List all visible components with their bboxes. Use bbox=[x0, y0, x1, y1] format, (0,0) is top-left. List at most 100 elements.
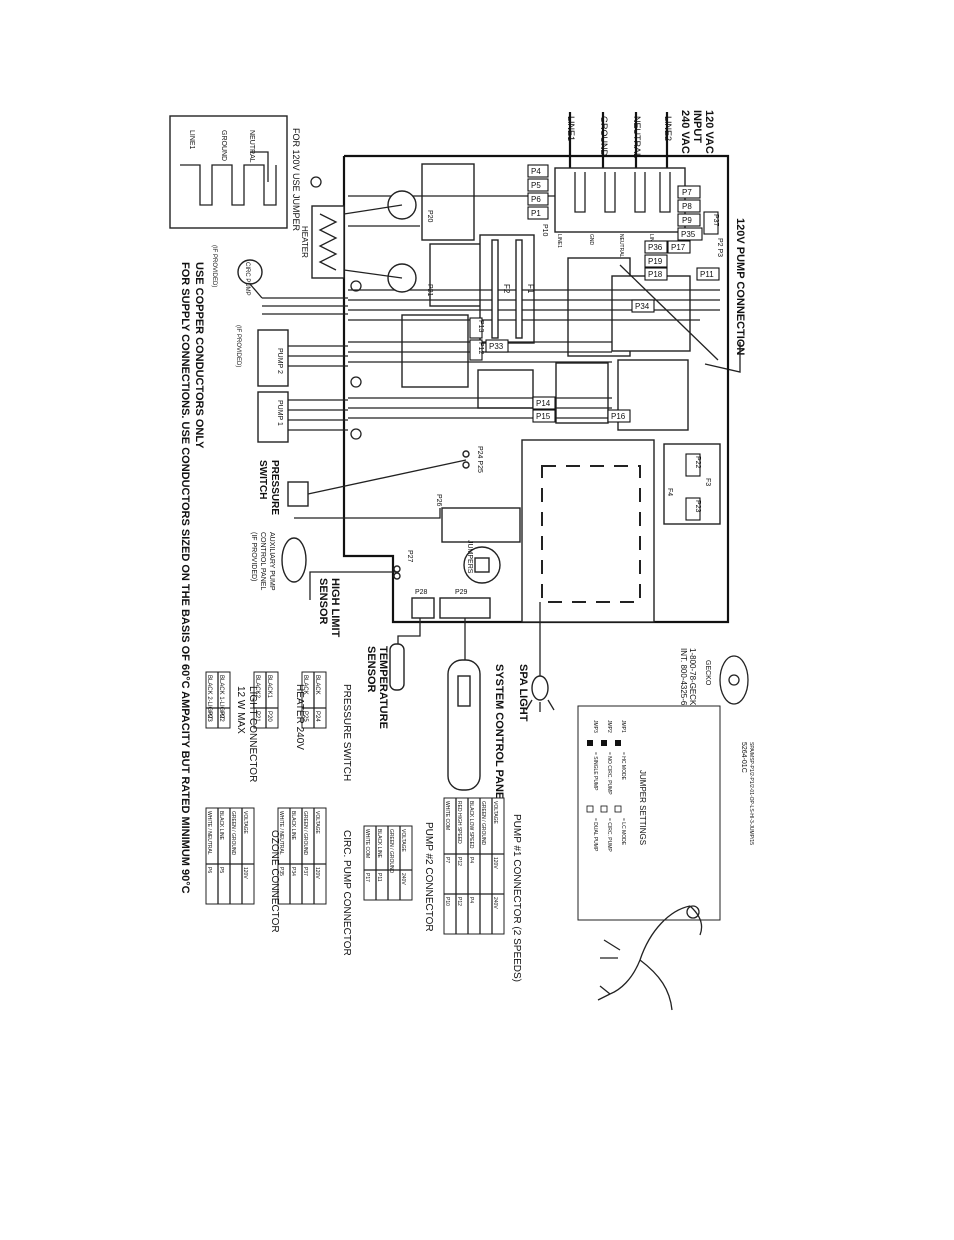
table-circ-cell-1-1: P37 bbox=[302, 867, 308, 876]
tag-p21-label: P21 bbox=[426, 284, 433, 297]
table-pump1-cell-0-1: 120V bbox=[492, 857, 498, 869]
tag-p37 bbox=[703, 211, 719, 235]
jumper-setting-off-1: = HC MODE bbox=[620, 752, 626, 781]
heater-wire-1 bbox=[343, 204, 403, 215]
transformer-outline bbox=[541, 465, 641, 603]
tag-p16 bbox=[607, 409, 631, 423]
fuse-f2 bbox=[491, 239, 499, 339]
temp-sensor-label-2: SENSOR bbox=[365, 646, 377, 693]
heater-coil bbox=[318, 213, 338, 271]
jumper-box-line1: LINE1 bbox=[188, 130, 195, 150]
tag-p10-label: P10 bbox=[541, 224, 548, 237]
table-circ-cell-1-0: GREEN / GROUND bbox=[302, 811, 308, 856]
table-pump1-title-1: PUMP #1 CONNECTOR (2 SPEEDS) bbox=[511, 814, 522, 982]
pressure-switch-label-2: SWITCH bbox=[257, 460, 268, 499]
table-heater-cell-1-1: P21 bbox=[254, 711, 260, 722]
high-limit-label-1: HIGH LIMIT bbox=[329, 578, 341, 638]
heater-label: HEATER bbox=[300, 226, 309, 258]
display-connector-p26 bbox=[441, 507, 521, 543]
tag-p5-label: P5 bbox=[531, 181, 541, 190]
relay-block-5 bbox=[611, 275, 691, 352]
table-pump2-cell-1-0: GREEN / GROUND bbox=[388, 829, 394, 874]
tag-p14 bbox=[532, 396, 556, 410]
tag-p11-label: P11 bbox=[700, 270, 714, 279]
tag-p20-label: P20 bbox=[426, 210, 433, 223]
wire-label-line2: LINE2 bbox=[663, 116, 673, 141]
tag-p8-label: P8 bbox=[682, 202, 692, 211]
table-pump2-cell-0-1: 240V bbox=[400, 873, 406, 885]
tag-p34-label: P34 bbox=[635, 302, 650, 311]
jumper-settings-frame bbox=[577, 705, 721, 921]
aux-panel-wire bbox=[294, 508, 441, 519]
table-pressure-cell-1-0: BLACK bbox=[302, 675, 308, 695]
tag-p7 bbox=[677, 185, 701, 199]
power-input: LINE1 GROUND NEUTRAL LINE2 120 VAC INPUT… bbox=[566, 110, 746, 373]
table-pressure-cell-0-1: P24 bbox=[314, 711, 320, 722]
terminal-block bbox=[554, 167, 686, 233]
tag-p18-label: P18 bbox=[648, 270, 663, 279]
relay-block-7 bbox=[555, 362, 609, 424]
table-light-title-2: 12 W MAX bbox=[235, 686, 246, 734]
tag-p2p3-label: P2 P3 bbox=[716, 238, 723, 257]
board-term-line1: LINE1 bbox=[556, 234, 562, 248]
spa-light-bulb bbox=[531, 675, 549, 701]
tag-p16-label: P16 bbox=[611, 412, 626, 421]
tag-p19-label: P19 bbox=[648, 257, 663, 266]
pressure-switch-body bbox=[287, 481, 309, 507]
pressure-switch-wire bbox=[307, 459, 467, 495]
table-light-cell-1-1: P23 bbox=[206, 711, 212, 722]
relay-block-2 bbox=[429, 243, 483, 307]
table-pump2-cell-3-1: P17 bbox=[364, 873, 370, 882]
jumper-settings: JUMPER SETTINGS JMP1= HC MODE= LC MODEJM… bbox=[577, 705, 721, 921]
pump1-body bbox=[257, 391, 289, 443]
tag-p9 bbox=[677, 213, 701, 227]
table-pump2-cell-3-0: WHITE COM bbox=[364, 829, 370, 858]
jumper-setting-on-swatch-1 bbox=[614, 805, 622, 813]
table-pump1-cell-3-0: RED HIGH SPEED bbox=[456, 801, 462, 844]
jumper-header bbox=[474, 557, 490, 573]
table-pump2-cell-2-1: P11 bbox=[376, 873, 382, 882]
jumper-setting-id-2: JMP2 bbox=[606, 720, 612, 733]
tag-p35 bbox=[677, 227, 703, 241]
tag-p22-label: P22 bbox=[694, 456, 701, 469]
gecko-mascot-icon bbox=[597, 905, 703, 1011]
jumper-setting-on-swatch-3 bbox=[586, 805, 594, 813]
tag-p22 bbox=[685, 453, 701, 477]
pump1-label: PUMP 1 bbox=[276, 400, 283, 426]
jumper-settings-title: JUMPER SETTINGS bbox=[638, 770, 647, 845]
jumper-box-terminals bbox=[180, 164, 277, 206]
control-board: LINE1 GND NEUTRAL LINE2 F1 F2 P4 P5 bbox=[342, 154, 730, 624]
jumper-box-ground: GROUND bbox=[220, 130, 227, 161]
tag-p12 bbox=[469, 339, 483, 361]
table-circ-cell-0-0: VOLTAGE bbox=[314, 811, 320, 835]
input-label-240vac: 240 VAC bbox=[679, 110, 691, 154]
relay-block-3 bbox=[401, 314, 469, 388]
jumper-setting-off-swatch-2 bbox=[601, 740, 607, 746]
ground-symbol-1 bbox=[310, 176, 322, 188]
temp-sensor-probe bbox=[389, 643, 405, 691]
table-pump1-cell-4-2: P10 bbox=[444, 897, 450, 906]
input-label-120vac: 120 VAC bbox=[703, 110, 715, 154]
tag-p5 bbox=[527, 178, 549, 192]
jumper-setting-on-2: = CIRC. PUMP bbox=[606, 818, 612, 852]
table-pump1-cell-4-0: WHITE COM bbox=[444, 801, 450, 830]
table-pump2-title-1: PUMP #2 CONNECTOR bbox=[423, 822, 434, 932]
high-limit-pin-2 bbox=[393, 572, 401, 580]
tag-p36-label: P36 bbox=[648, 243, 663, 252]
table-ozone-cell-2-0: BLACK LINE bbox=[218, 811, 224, 841]
pump2-body bbox=[257, 329, 289, 387]
table-circ-title-1: CIRC. PUMP CONNECTOR bbox=[341, 830, 352, 956]
brand-model-1: SPA/MSP-P1/2-P1/2-01-OP-LS-HI-3-JUMP/15 bbox=[748, 742, 754, 845]
tag-p13-label: P13 bbox=[477, 320, 484, 333]
tag-p17 bbox=[667, 240, 691, 254]
ground-symbol-3 bbox=[350, 376, 362, 388]
table-ozone-cell-1-0: GREEN / GROUND bbox=[230, 811, 236, 856]
table-light-cell-0-1: P22 bbox=[218, 711, 224, 722]
fuse-label-f2: F2 bbox=[502, 284, 511, 294]
circ-pump-wire-joint bbox=[249, 283, 263, 299]
jumper-box-title: FOR 120V USE JUMPER bbox=[291, 128, 301, 232]
